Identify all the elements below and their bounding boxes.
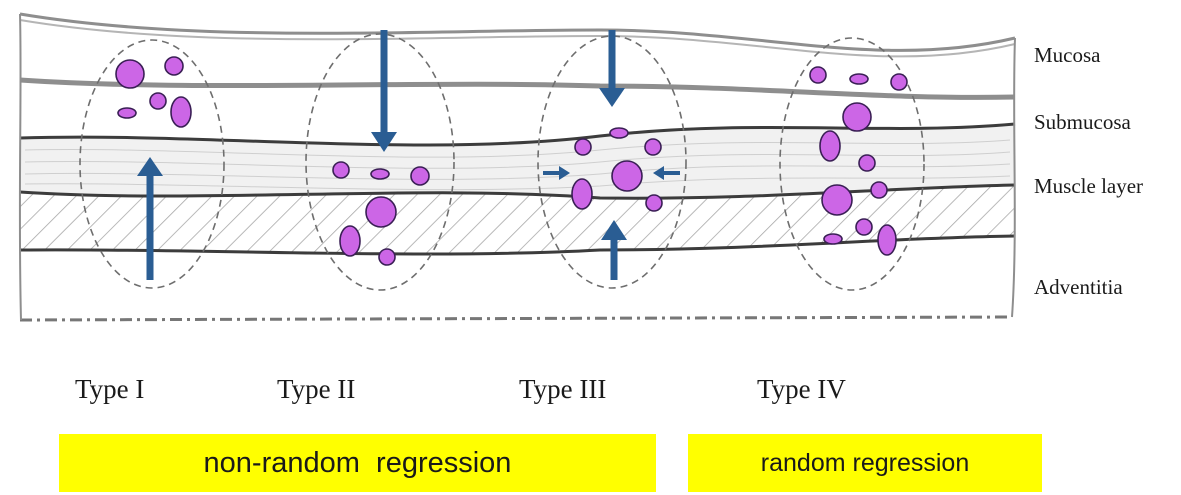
layer-label-mucosa: Mucosa <box>1034 43 1101 67</box>
top-surface-line-inner <box>19 19 1016 58</box>
nonrandom-regression-label: non-random regression <box>203 446 512 479</box>
mucosa-region <box>20 14 1015 98</box>
type3-lesion <box>571 178 593 210</box>
type3-lesion <box>609 127 629 139</box>
type4-lesion <box>858 154 876 172</box>
type2-lesion <box>378 248 396 266</box>
lesions <box>115 56 908 266</box>
type3-lesion <box>574 138 592 156</box>
type2-lesion <box>370 168 390 180</box>
type4-lesion <box>821 184 853 216</box>
type3-region-ellipse <box>537 35 687 289</box>
nonrandom-regression-band: non-random regression <box>59 434 656 492</box>
type4-lesion <box>855 218 873 236</box>
type4-lesion <box>823 233 843 245</box>
type2-lesion <box>339 225 361 257</box>
type4-lesion <box>842 102 872 132</box>
submucosa-boundary-line <box>19 122 1016 147</box>
type-label-3: Type III <box>519 374 607 404</box>
type3-down-arrowhead <box>599 88 625 107</box>
bottom-dashed-line <box>19 315 1013 322</box>
type3-up-arrowhead <box>601 220 627 240</box>
top-surface-line <box>19 12 1016 52</box>
type4-lesion <box>870 181 888 199</box>
type4-lesion <box>849 73 869 85</box>
type2-down-arrowhead <box>371 132 397 152</box>
arrows <box>137 30 680 280</box>
type4-lesion <box>890 73 908 91</box>
type3-lesion <box>611 160 643 192</box>
type1-region-ellipse <box>79 39 225 289</box>
type3-right-arrowhead <box>559 166 570 180</box>
type1-lesion <box>164 56 184 76</box>
type1-lesion <box>115 59 145 89</box>
left-edge-line <box>18 13 22 321</box>
adventitia-boundary-line <box>19 234 1016 256</box>
right-edge-line <box>1011 37 1016 318</box>
type3-left-arrowhead <box>653 166 664 180</box>
layer-label-adventitia: Adventitia <box>1034 275 1123 299</box>
type4-lesion <box>819 130 841 162</box>
type2-lesion <box>365 196 397 228</box>
layer-label-muscle: Muscle layer <box>1034 174 1144 198</box>
type1-up-arrowhead <box>137 157 163 176</box>
random-regression-label: random regression <box>760 448 970 477</box>
type1-lesion <box>149 92 167 110</box>
type3-lesion <box>644 138 662 156</box>
mucosa-boundary-line <box>19 77 1016 100</box>
random-regression-band: random regression <box>688 434 1042 492</box>
type2-region-ellipse <box>305 33 455 291</box>
type-label-2: Type II <box>277 374 356 404</box>
type2-lesion <box>410 166 430 186</box>
layer-label-submucosa: Submucosa <box>1034 110 1131 134</box>
type4-region-ellipse <box>779 37 925 291</box>
type1-lesion <box>117 107 137 119</box>
type1-lesion <box>170 96 192 128</box>
type4-lesion <box>809 66 827 84</box>
type2-lesion <box>332 161 350 179</box>
type3-lesion <box>645 194 663 212</box>
type-label-4: Type IV <box>757 374 846 404</box>
adventitia-hatch-region <box>20 185 1015 255</box>
type-label-1: Type I <box>75 374 145 404</box>
type4-lesion <box>877 224 897 256</box>
